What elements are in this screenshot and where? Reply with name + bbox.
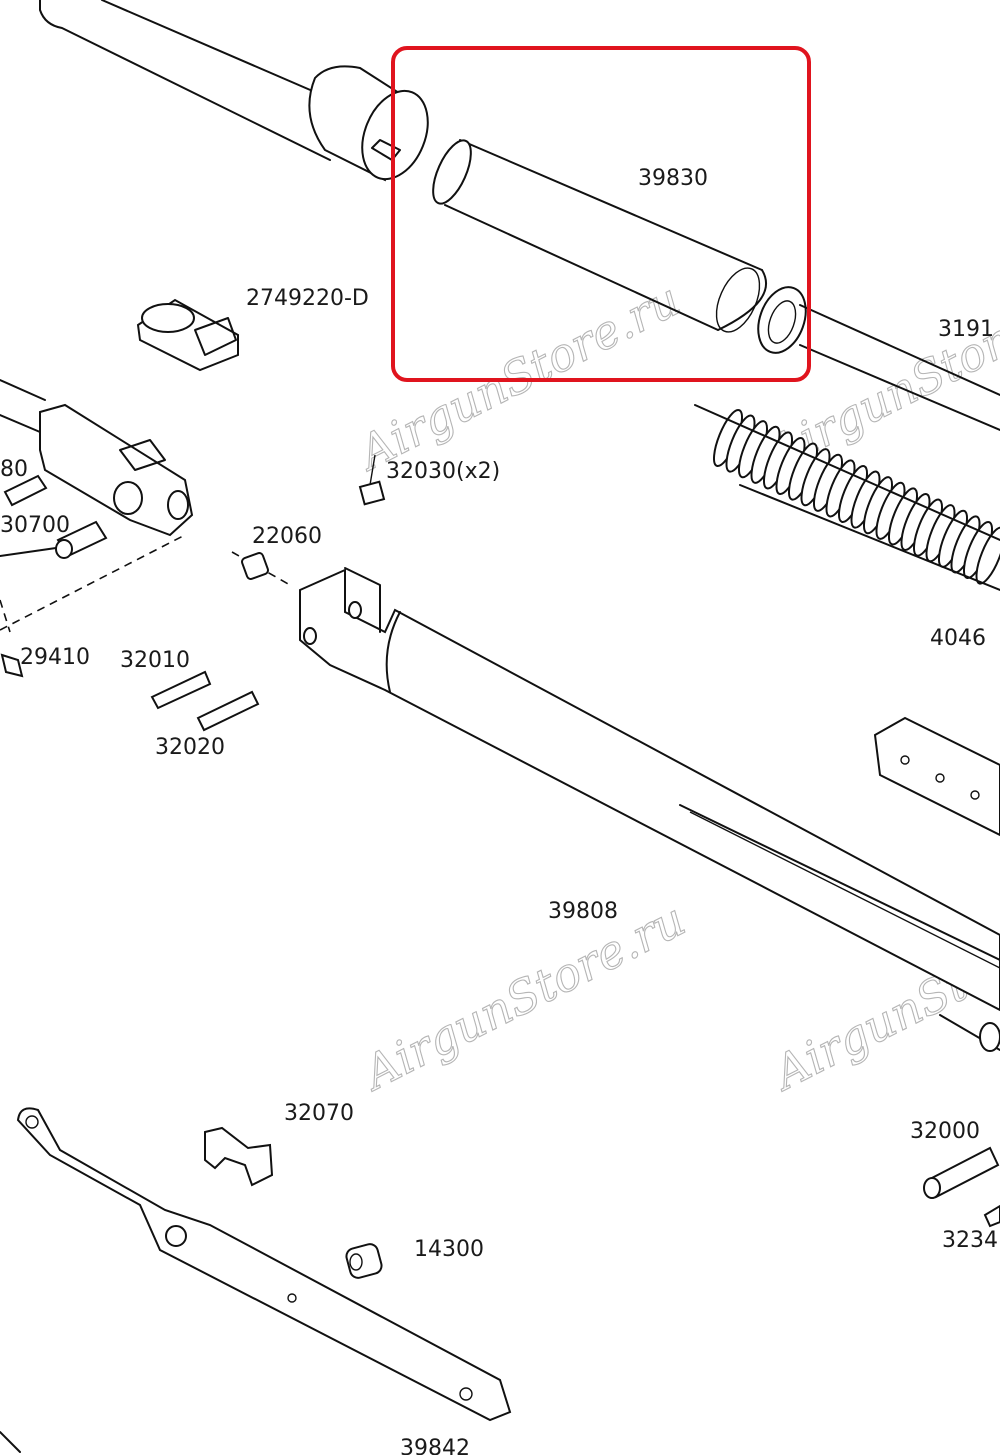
label-3191: 3191	[938, 317, 994, 342]
part-rear-sight	[136, 298, 239, 372]
label-4046: 4046	[930, 626, 986, 651]
part-14300	[345, 1243, 383, 1279]
part-22060	[231, 551, 291, 586]
watermark-3: AirgunStore.ru	[352, 892, 694, 1102]
label-32010: 32010	[120, 648, 190, 673]
label-39830: 39830	[638, 166, 708, 191]
part-pin-80	[3, 474, 48, 507]
label-32030: 32030(x2)	[386, 459, 500, 484]
label-39808: 39808	[548, 899, 618, 924]
label-14300: 14300	[414, 1237, 484, 1262]
part-32030	[358, 454, 386, 506]
label-39842: 39842	[400, 1436, 470, 1455]
highlight-frame	[391, 46, 811, 382]
compression-tube-top	[39, 0, 429, 182]
part-pin-30700	[0, 520, 108, 559]
part-breech-block	[0, 379, 194, 537]
piston-seal	[757, 286, 1000, 431]
part-pins-32010-32020	[150, 670, 260, 732]
label-32020: 32020	[155, 735, 225, 760]
part-scope-rail	[873, 716, 1000, 837]
part-39830-sleeve	[432, 139, 767, 333]
label-2749220-d: 2749220-D	[246, 286, 369, 311]
part-39808-cylinder	[299, 567, 1000, 1052]
part-32070-clip	[204, 1126, 274, 1187]
label-32070: 32070	[284, 1101, 354, 1126]
part-39842-lever	[16, 1107, 512, 1422]
label-22060: 22060	[252, 524, 322, 549]
spring-coil	[975, 526, 1000, 585]
label-30700: 30700	[0, 513, 70, 538]
label-80: 80	[0, 457, 28, 482]
label-3234: 3234	[942, 1228, 998, 1253]
part-labels: 39830 2749220-D 3191 80 30700 32030(x2) …	[0, 166, 998, 1455]
label-32000: 32000	[910, 1119, 980, 1144]
label-29410: 29410	[20, 645, 90, 670]
part-mainspring	[713, 408, 1000, 585]
part-32000-pin	[923, 1146, 1000, 1228]
